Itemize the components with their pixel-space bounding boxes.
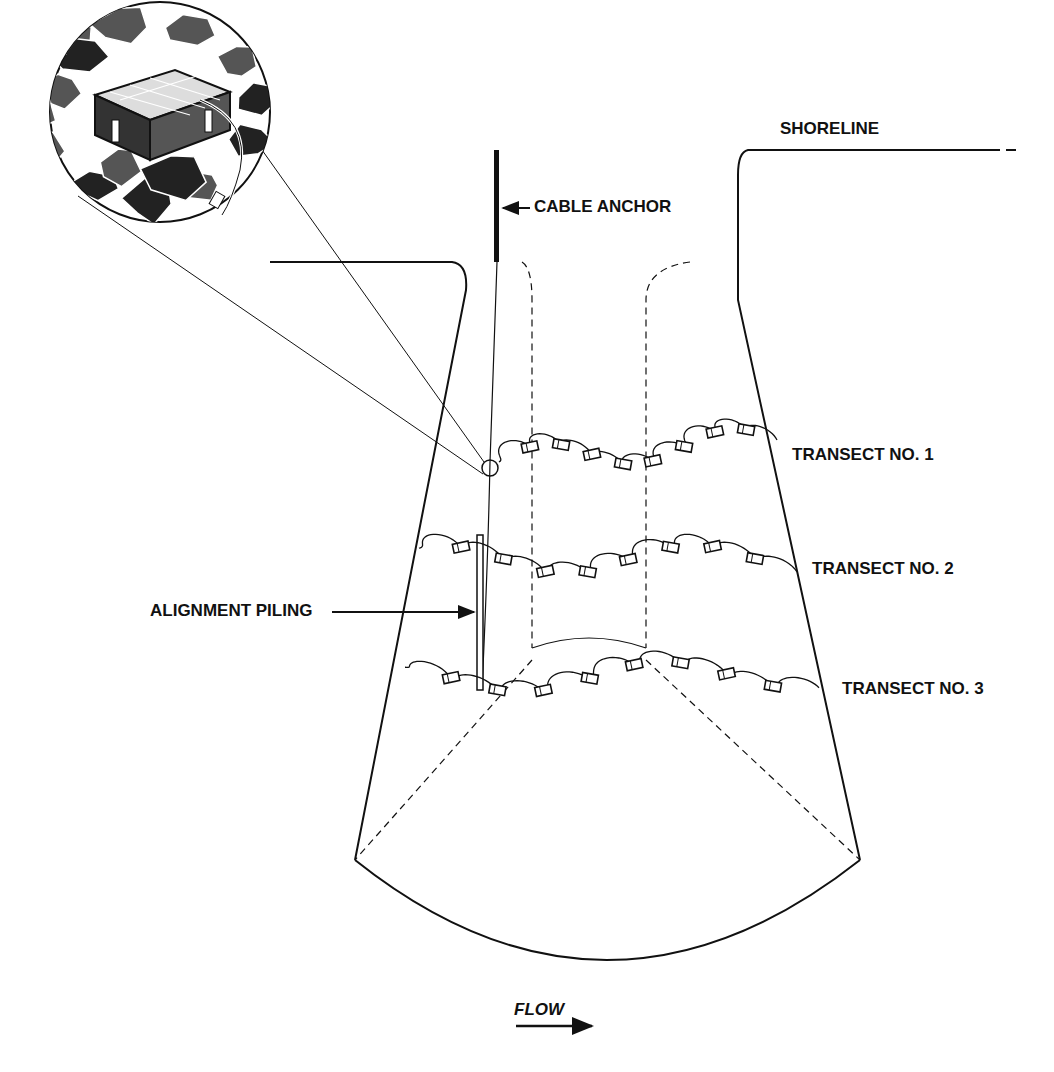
channel-outline <box>270 150 1016 960</box>
rock <box>41 74 82 109</box>
instrument-package <box>619 553 637 565</box>
package-detail <box>588 451 590 460</box>
anchor-leader <box>503 207 530 209</box>
instrument-package <box>579 566 596 578</box>
package-detail <box>619 459 621 468</box>
package-detail <box>709 543 711 552</box>
inner-left-dashed <box>522 262 532 648</box>
package-detail <box>630 661 632 670</box>
instrument-package <box>452 541 470 553</box>
instrument-package <box>675 441 692 453</box>
rock <box>140 156 206 201</box>
rock <box>165 15 215 46</box>
flow-arrow <box>516 1025 592 1028</box>
instrument-package <box>704 541 722 553</box>
instrument-package <box>718 668 736 680</box>
detail-tangent <box>262 150 484 462</box>
package-detail <box>742 425 744 434</box>
transect-cable <box>499 419 777 465</box>
instrument-package <box>489 684 506 696</box>
package-detail <box>500 554 502 563</box>
channel-bottom <box>355 860 860 960</box>
instrument-package <box>706 426 724 438</box>
package-detail <box>447 674 449 683</box>
instrument-package <box>495 553 512 565</box>
instrument-package <box>662 541 679 553</box>
rock <box>100 149 141 187</box>
rock <box>48 39 109 72</box>
instrument-package <box>521 441 539 453</box>
inner-right-dashed <box>646 262 690 648</box>
package-detail <box>584 567 586 576</box>
left-bank <box>270 262 466 860</box>
rock <box>238 83 274 116</box>
instrument-cage <box>95 70 242 215</box>
transect-label: TRANSECT NO. 1 <box>792 446 934 465</box>
instrument-package <box>581 672 598 684</box>
shoreline-dash <box>1006 149 1016 151</box>
instrument-package <box>737 424 754 436</box>
package-detail <box>541 568 543 577</box>
instrument-package <box>614 458 631 470</box>
flow-label: FLOW <box>514 1001 564 1020</box>
package-detail <box>680 442 682 451</box>
transect-cable <box>405 651 819 691</box>
package-detail <box>526 443 528 452</box>
bottom-right-dashed <box>646 660 860 860</box>
transect-cables <box>405 419 819 696</box>
package-detail <box>624 556 626 565</box>
package-detail <box>494 685 496 694</box>
rock <box>7 89 55 129</box>
detail-tangent <box>78 196 483 474</box>
rock <box>90 7 147 43</box>
package-detail <box>557 440 559 449</box>
leader-label: CABLE ANCHOR <box>534 198 671 217</box>
leader-label: ALIGNMENT PILING <box>150 602 312 621</box>
instrument-package <box>552 439 569 451</box>
package-detail <box>723 670 725 679</box>
instrument-package <box>442 672 460 684</box>
transect-cable <box>419 534 797 572</box>
instrument-package <box>644 455 662 467</box>
instrument-detail-inset <box>7 2 275 224</box>
piling-leader <box>332 611 474 613</box>
rock <box>12 128 65 176</box>
transect-label: TRANSECT NO. 2 <box>812 560 954 579</box>
package-detail <box>667 542 669 551</box>
transect-label: TRANSECT NO. 3 <box>842 680 984 699</box>
package-detail <box>677 658 679 667</box>
package-detail <box>586 673 588 682</box>
instrument-package <box>537 565 555 577</box>
package-detail <box>649 457 651 466</box>
shoreline-bank <box>738 150 1000 860</box>
instrument-package <box>746 553 763 565</box>
instrument-package <box>625 659 643 671</box>
cylinder-top <box>532 638 646 648</box>
cable-anchor-bar <box>494 150 499 262</box>
detail-marker <box>482 460 498 476</box>
package-detail <box>457 543 459 552</box>
package-detail <box>540 687 542 696</box>
shoreline-label: SHORELINE <box>780 120 879 139</box>
instrument-package <box>535 684 553 696</box>
package-detail <box>769 681 771 690</box>
alignment-piling <box>477 535 483 690</box>
bottom-left-dashed <box>355 660 532 860</box>
package-detail <box>711 428 713 437</box>
instrument-package <box>764 680 781 692</box>
rock <box>217 46 256 76</box>
package-detail <box>751 554 753 563</box>
instrument-package <box>583 448 601 460</box>
instrument-package <box>672 657 689 669</box>
main-cable <box>482 262 497 690</box>
